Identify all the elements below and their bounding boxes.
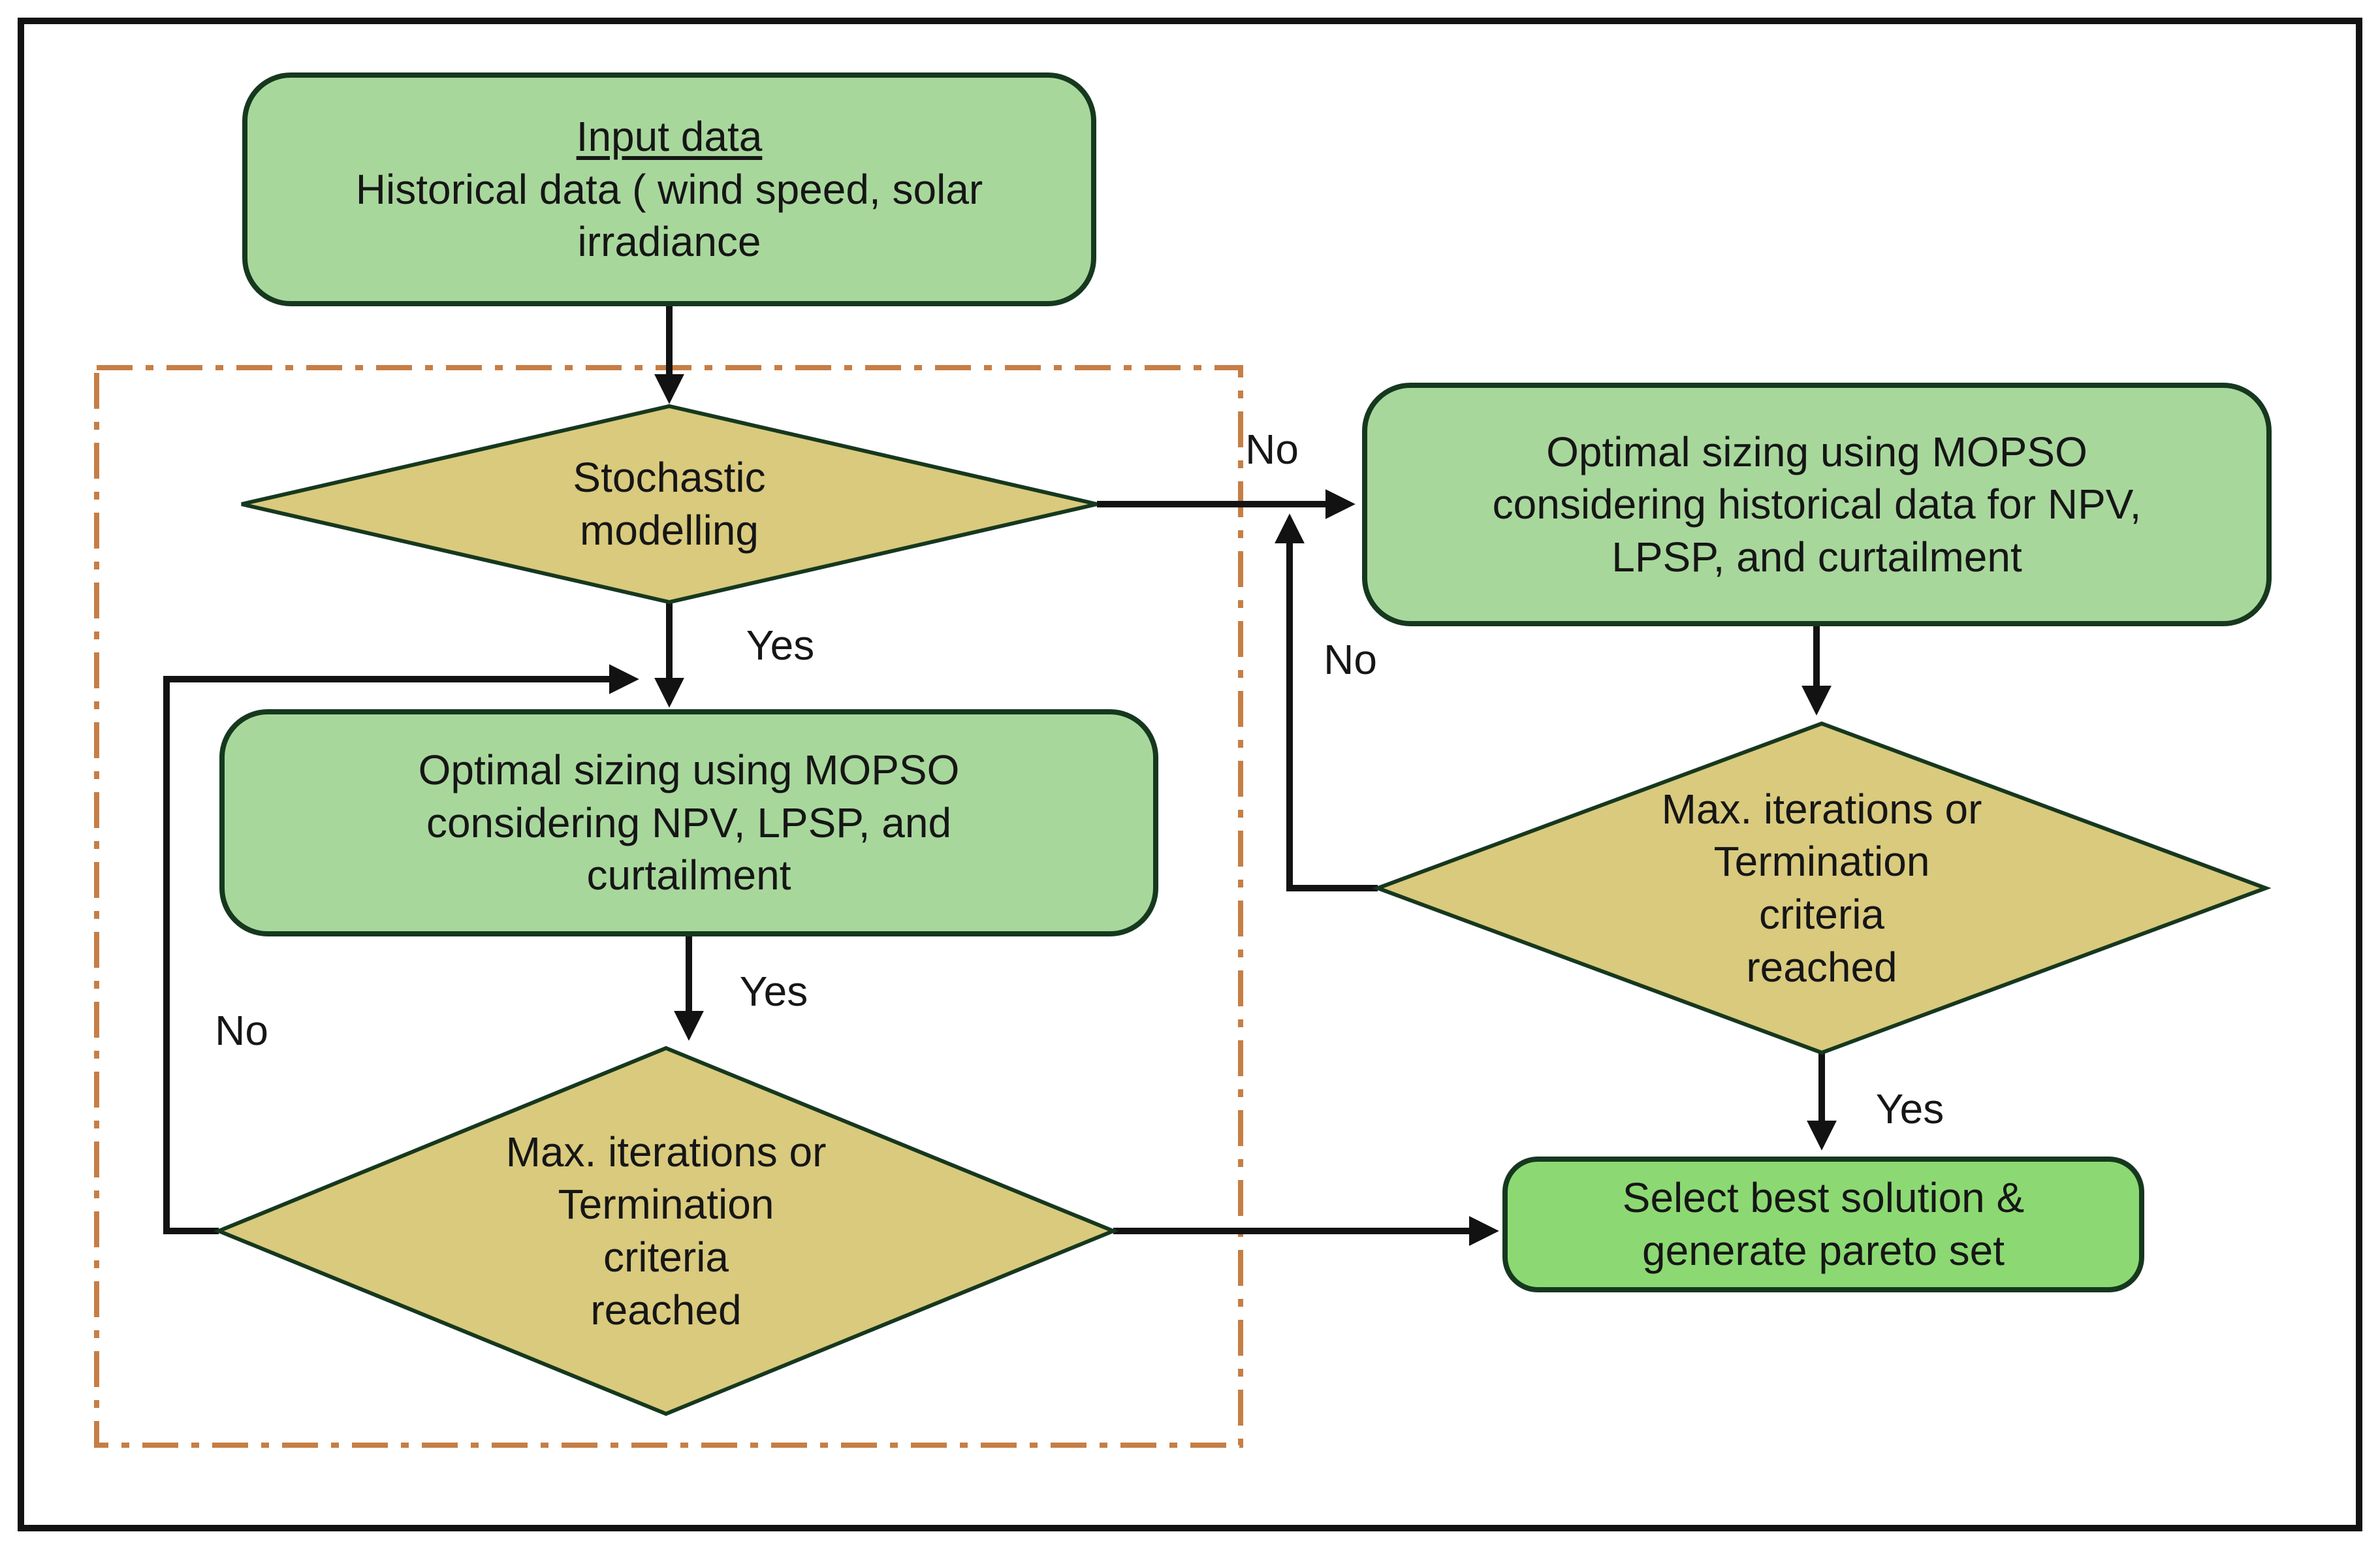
termination-right-diamond-shape (1372, 721, 2272, 1055)
select-best-node-shape (1502, 1157, 2144, 1292)
mopso-historical-node-shape (1362, 383, 2272, 626)
termination-left-diamond-shape (214, 1046, 1119, 1416)
input-data-node-shape (242, 72, 1096, 306)
mopso-stochastic-node-shape (219, 709, 1158, 936)
edge-termination-left-no-loop (163, 664, 639, 1234)
stochastic-modelling-diamond-shape (241, 404, 1098, 605)
edge-termination-right-no-loop (1275, 513, 1378, 891)
outer-border (18, 18, 2362, 1531)
